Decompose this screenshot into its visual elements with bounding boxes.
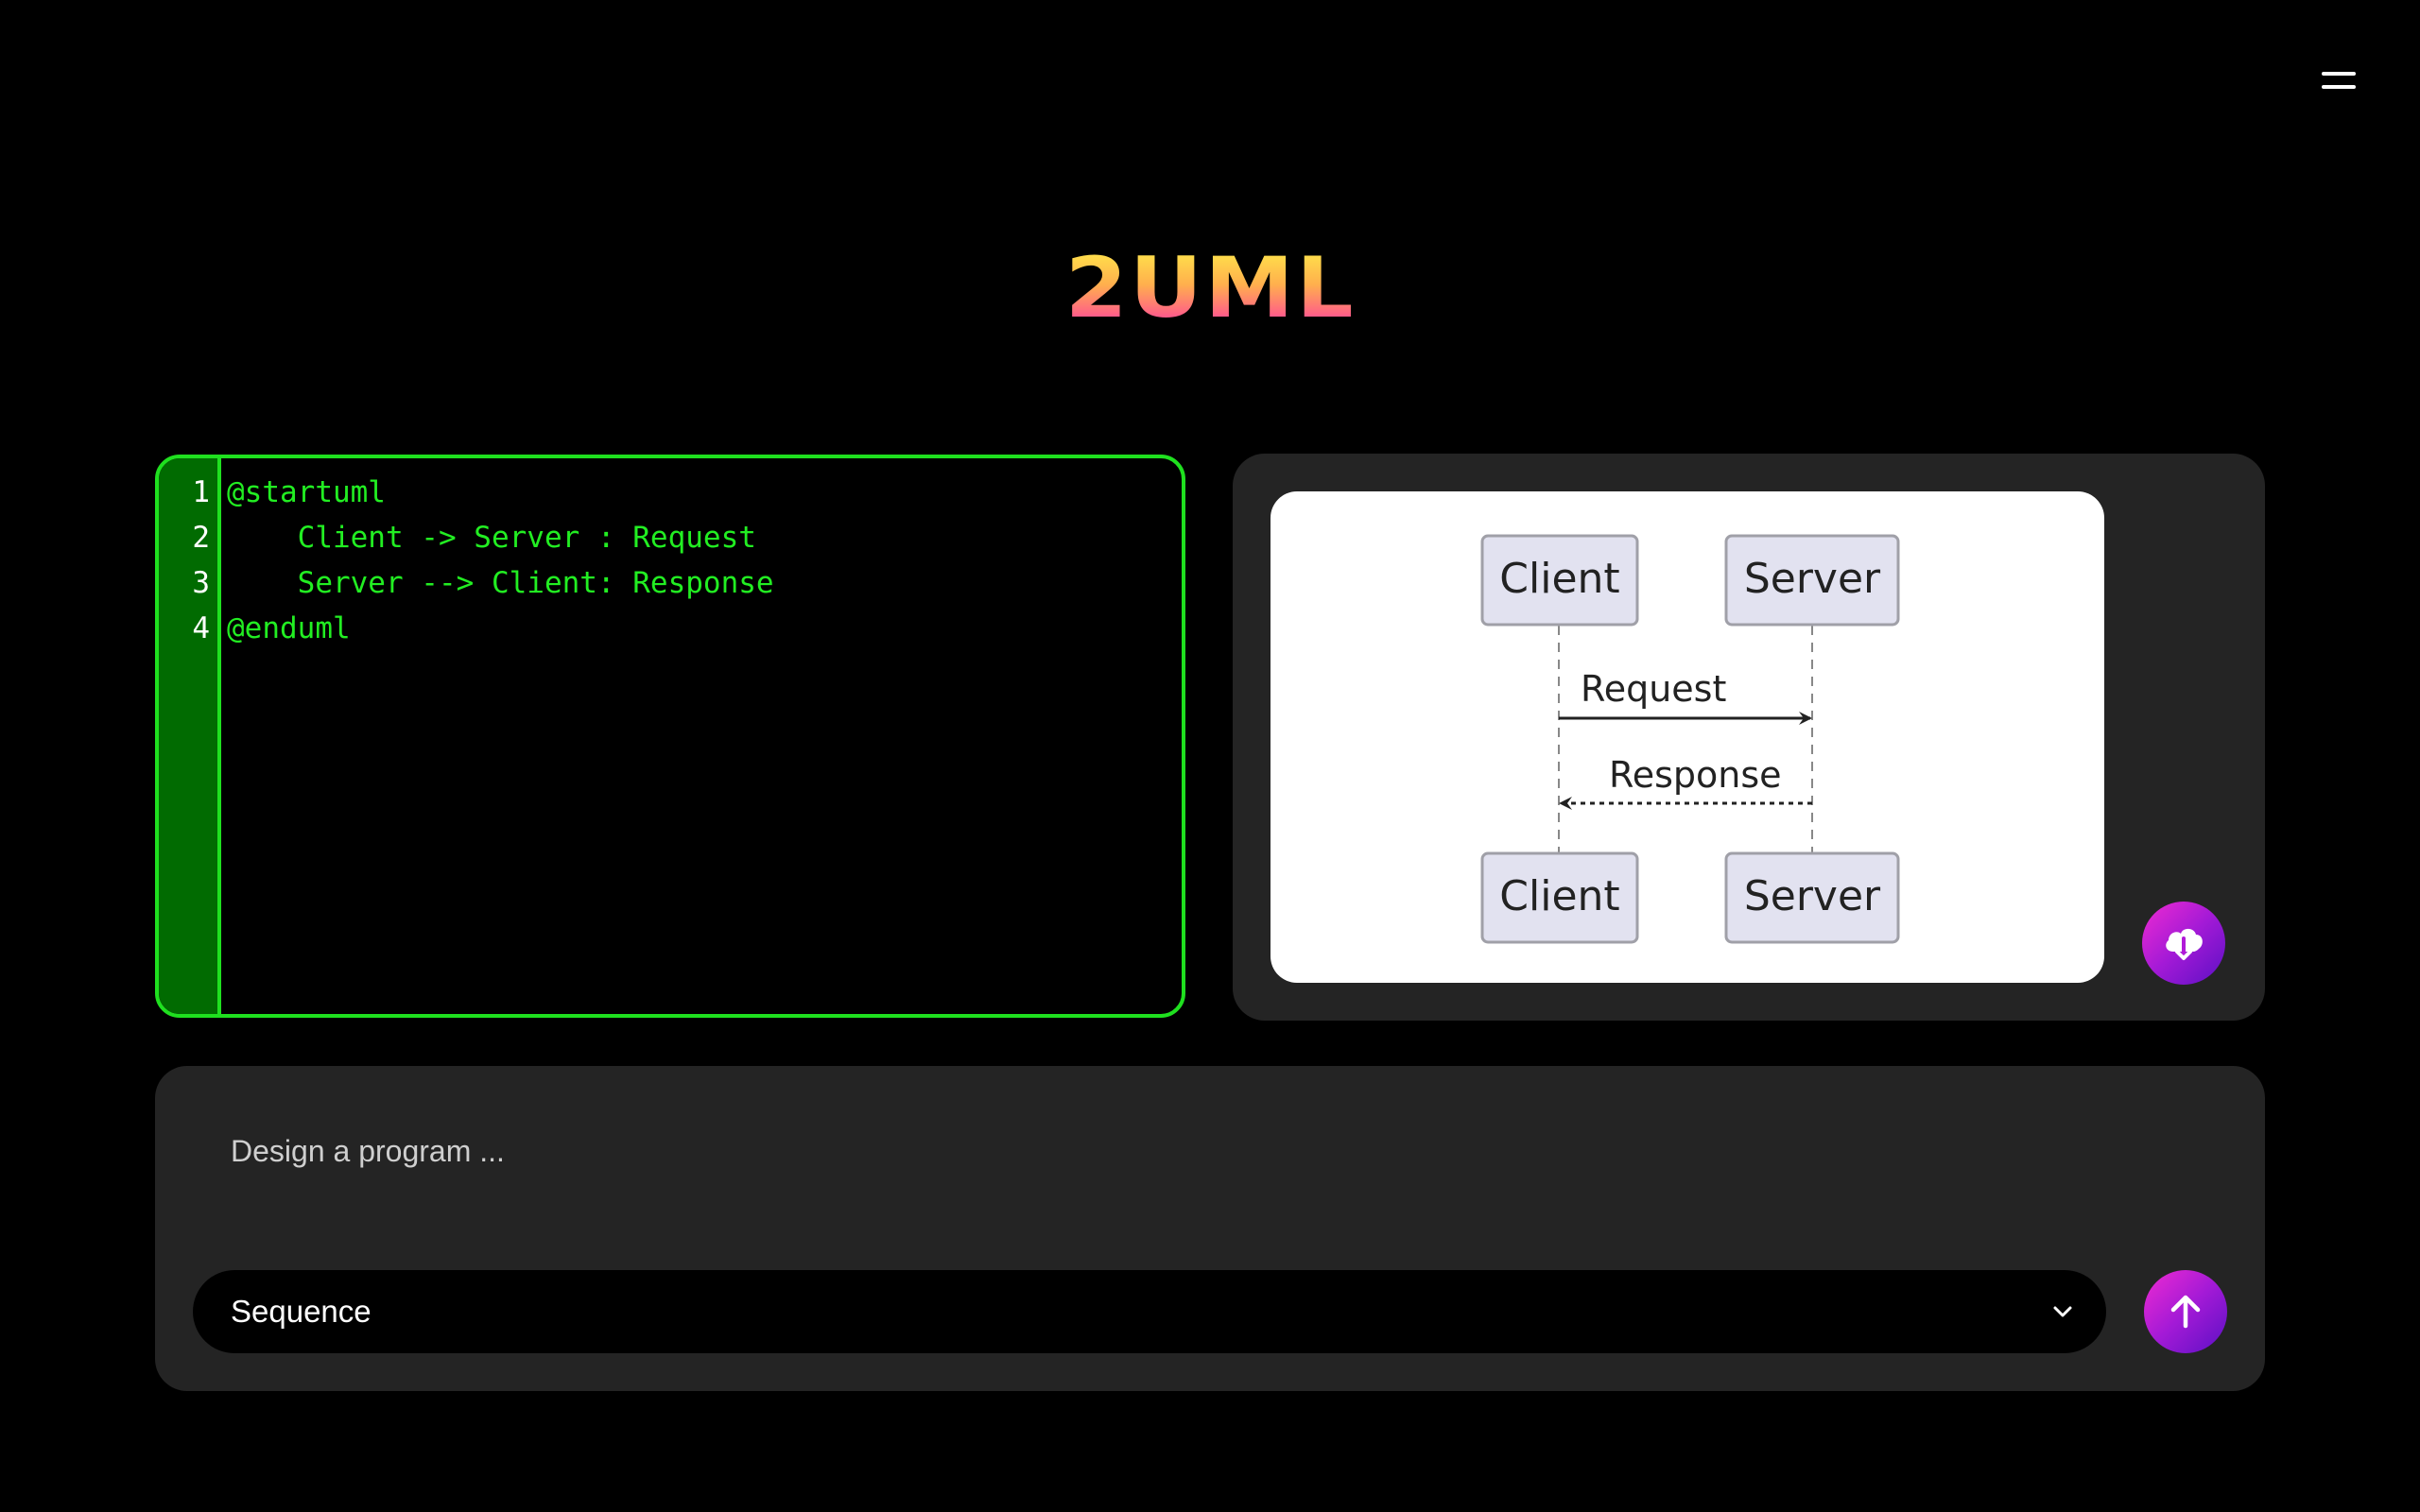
prompt-input[interactable] [193,1104,2178,1198]
diagram-type-select[interactable]: Sequence [193,1270,2106,1353]
prompt-panel: Sequence [155,1066,2265,1391]
chevron-down-icon [2053,1306,2072,1317]
submit-button[interactable] [2144,1270,2227,1353]
participant-box-server-bottom [1724,851,1900,944]
logo-text: 2UML [1064,239,1356,336]
message-label: Response [1609,754,1782,796]
line-number: 3 [192,566,210,600]
sequence-diagram-image: Client Server Request Response Client Se… [1270,491,2104,983]
code-line[interactable]: @startuml [227,475,386,509]
arrow-up-icon [2170,1295,2201,1329]
hamburger-menu-icon[interactable] [2322,68,2356,94]
code-editor[interactable]: 1 2 3 4 @startuml Client -> Server : Req… [155,455,1185,1018]
participant-label: Client [1499,555,1619,603]
cloud-download-icon [2166,928,2203,960]
participant-box-client-top [1480,534,1639,627]
download-button[interactable] [2142,902,2225,985]
participant-label: Client [1499,872,1619,920]
app-logo: 2UML [1040,239,1380,336]
participant-label: Server [1744,872,1881,920]
participant-label: Server [1744,555,1881,603]
menu-bar-top [2322,72,2356,76]
sequence-diagram-svg: Client Server Request Response Client Se… [1480,534,1900,944]
line-number: 2 [192,521,210,555]
diagram-type-selected-value: Sequence [231,1294,372,1329]
line-number: 1 [192,475,210,509]
code-line[interactable]: @enduml [227,611,351,645]
message-label: Request [1581,668,1726,710]
menu-bar-bottom [2322,85,2356,89]
code-line[interactable]: Server --> Client: Response [227,566,774,600]
code-line[interactable]: Client -> Server : Request [227,521,756,555]
diagram-preview-panel: Client Server Request Response Client Se… [1233,454,2265,1021]
line-number-gutter: 1 2 3 4 [159,458,221,1014]
line-number: 4 [192,611,210,645]
participant-box-server-top [1724,534,1900,627]
participant-box-client-bottom [1480,851,1639,944]
